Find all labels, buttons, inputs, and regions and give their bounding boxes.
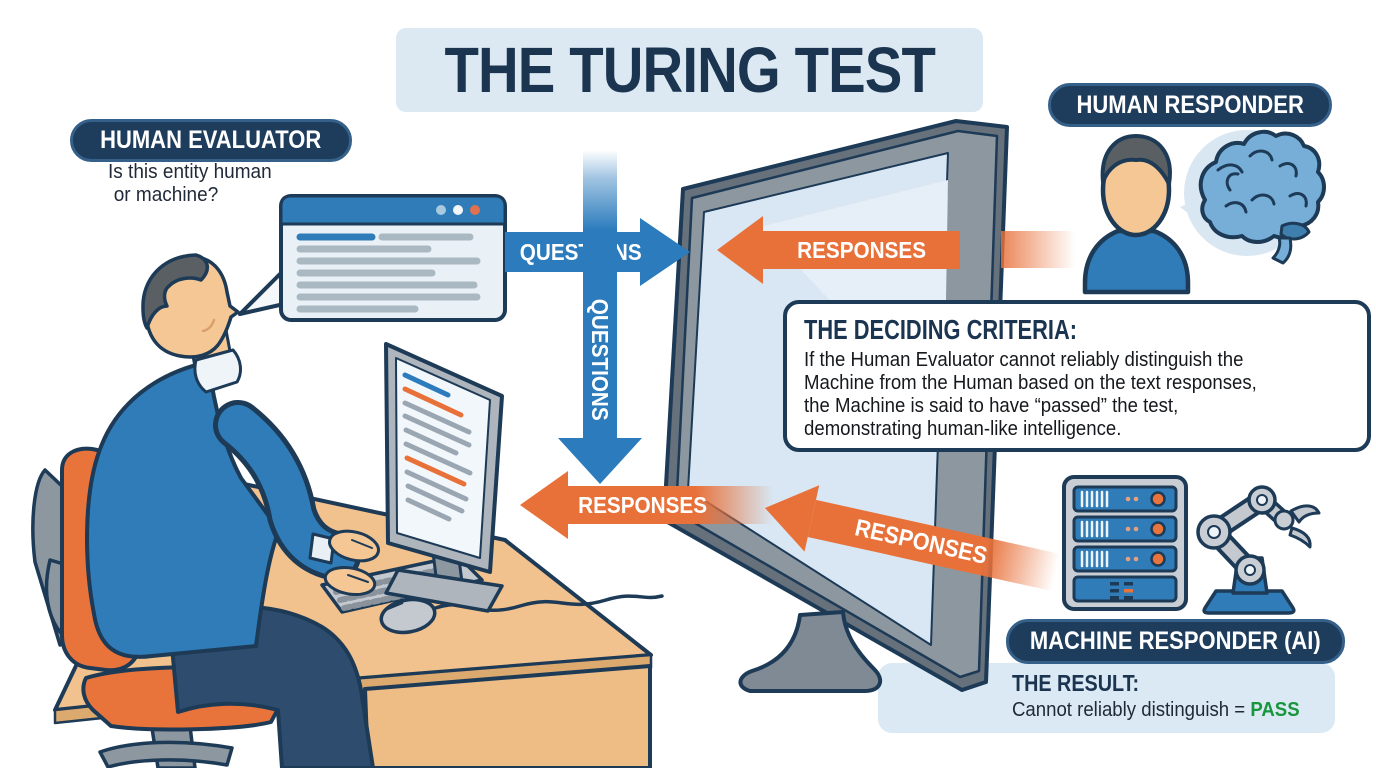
window-dot-icon <box>470 205 480 215</box>
arrowhead-left-icon <box>717 216 763 284</box>
responses-arrow-top-tail <box>1001 231 1075 268</box>
shirt-collar <box>193 348 242 394</box>
brain-icon <box>1198 129 1326 265</box>
pass-status: PASS <box>1250 699 1300 721</box>
person-hair <box>141 253 209 330</box>
page-title: THE TURING TEST <box>444 34 935 106</box>
result-block: THE RESULT: Cannot reliably distinguish … <box>1012 670 1321 722</box>
evaluator-person <box>85 253 380 768</box>
wall-stand <box>738 610 883 693</box>
result-panel <box>878 663 1335 733</box>
browser-titlebar <box>279 194 507 226</box>
arrowhead-left-icon <box>520 471 568 539</box>
human-evaluator-label: HUMAN EVALUATOR <box>70 119 352 162</box>
person-hand <box>323 565 377 597</box>
person-torso <box>85 360 281 659</box>
evaluator-question: Is this entity human or machine? <box>108 161 272 206</box>
window-dot-icon <box>453 205 463 215</box>
monitor-text-lines <box>402 372 473 522</box>
responses-arrow-middle: RESPONSES <box>520 471 775 539</box>
questions-arrow-vertical: QUESTIONS <box>558 150 642 484</box>
result-line: Cannot reliably distinguish = PASS <box>1012 699 1300 721</box>
robot-arm-icon <box>1196 485 1321 615</box>
criteria-body: If the Human Evaluator cannot reliably d… <box>804 349 1257 440</box>
person-hand <box>328 529 380 563</box>
arrowhead-down-icon <box>558 438 642 484</box>
shirt-cuff <box>308 532 336 565</box>
responder-avatar <box>1082 134 1191 295</box>
bubble-text-lines <box>296 233 481 313</box>
human-responder-label: HUMAN RESPONDER <box>1048 83 1332 127</box>
criteria-heading: THE DECIDING CRITERIA: <box>804 314 1077 345</box>
machine-responder-label: MACHINE RESPONDER (AI) <box>1006 619 1345 664</box>
arrowhead-right-icon <box>640 218 690 286</box>
chat-bubble-browser <box>238 194 507 322</box>
responses-arrow-top: RESPONSES <box>717 216 1007 284</box>
desktop-monitor <box>384 342 504 613</box>
result-heading: THE RESULT: <box>1012 670 1140 696</box>
deciding-criteria-box: THE DECIDING CRITERIA: If the Human Eval… <box>783 300 1371 452</box>
server-rack-icon <box>1062 475 1188 611</box>
title-banner: THE TURING TEST <box>396 28 983 112</box>
questions-arrow-horizontal: QUESTIONS <box>505 218 695 286</box>
window-dot-icon <box>436 205 446 215</box>
